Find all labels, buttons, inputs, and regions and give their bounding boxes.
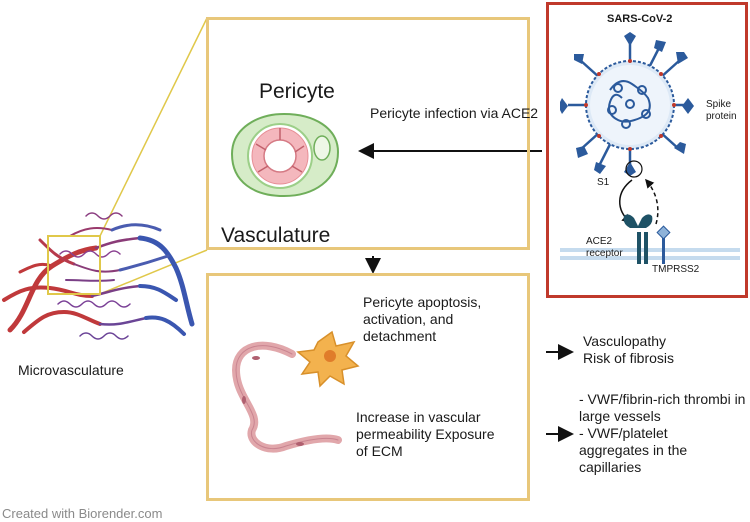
virus-title: SARS-CoV-2 [607, 13, 673, 25]
aggregates-text: - VWF/platelet aggregates in the capilla… [579, 425, 688, 475]
ace2-receptor-label: ACE2 receptor [586, 236, 623, 259]
vasculature-label: Vasculature [221, 224, 331, 247]
infection-label: Pericyte infection via ACE2 [370, 105, 539, 121]
pericyte-label: Pericyte [259, 80, 335, 103]
zoom-box [47, 235, 101, 295]
s1-label: S1 [597, 177, 610, 188]
effects-panel [206, 273, 530, 501]
vascular-panel [206, 17, 530, 250]
detaching-pericyte-illustration [231, 330, 360, 453]
spike-label: Spike protein [706, 99, 737, 122]
tmprss2-label: TMPRSS2 [652, 264, 700, 275]
fibrosis-text: Risk of fibrosis [583, 350, 675, 366]
vasculopathy-text: Vasculopathy [583, 333, 667, 349]
zoom-line-bottom [99, 249, 208, 295]
pericyte-vessel-illustration [230, 112, 340, 198]
apoptosis-label: Pericyte apoptosis, activation, and deta… [363, 294, 482, 344]
zoom-line-top [99, 17, 208, 237]
virus-panel [546, 2, 748, 298]
thrombi-text: - VWF/fibrin-rich thrombi in large vesse… [579, 391, 746, 424]
microvasculature-label: Microvasculature [18, 362, 124, 378]
receptor-illustration [560, 178, 740, 264]
credit-text: Created with Biorender.com [2, 506, 163, 521]
microvasculature-illustration [2, 212, 195, 340]
sars-cov-2-illustration [560, 32, 694, 178]
permeability-label: Increase in vascular permeability Exposu… [356, 409, 495, 459]
